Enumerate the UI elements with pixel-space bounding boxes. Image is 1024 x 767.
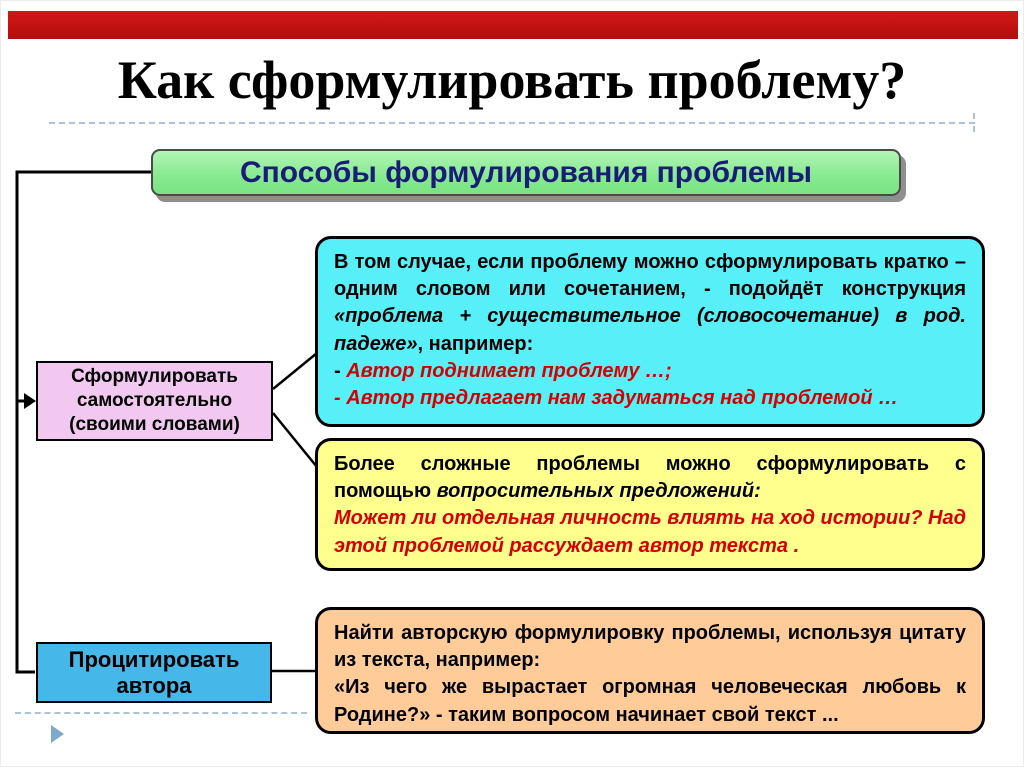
- title-divider: [49, 122, 975, 124]
- question-form-intro: Более сложные проблемы можно сформулиров…: [334, 453, 966, 503]
- example1-text: Автор поднимает проблему …;: [346, 359, 672, 382]
- formulate-self-line1: Сформулировать: [71, 365, 238, 387]
- question-form-paragraph: Более сложные проблемы можно сформулиров…: [334, 451, 966, 505]
- arrowhead-icon: [24, 393, 36, 409]
- example1-dash: -: [334, 359, 347, 382]
- question-form-term: вопросительных предложений:: [436, 480, 761, 503]
- short-construction-example2: - Автор предлагает нам задуматься над пр…: [334, 386, 899, 409]
- connector-pink-to-cyan: [272, 352, 318, 390]
- short-construction-intro: В том случае, если проблему можно сформу…: [334, 251, 966, 301]
- short-construction-after: , например:: [417, 332, 534, 355]
- note-short-construction: В том случае, если проблему можно сформу…: [315, 236, 985, 427]
- connector-pink-to-yellow: [272, 412, 318, 468]
- page-title: Как сформулировать проблему?: [117, 50, 907, 110]
- short-construction-example1: - Автор поднимает проблему …;: [334, 358, 966, 385]
- header-bar: [8, 11, 1018, 39]
- short-construction-pattern: «проблема + существительное (словосочета…: [334, 305, 966, 355]
- author-quote-intro: Найти авторскую формулировку проблемы, и…: [334, 622, 966, 672]
- formulate-self-line3: (своими словами): [69, 414, 240, 436]
- triangle-right-icon: [51, 725, 64, 743]
- footer-divider: [15, 712, 307, 714]
- quote-author-line1: Процитировать: [68, 646, 240, 672]
- formulate-self-line2: самостоятельно: [76, 389, 233, 411]
- short-construction-paragraph: В том случае, если проблему можно сформу…: [334, 249, 966, 358]
- methods-header-label: Способы формулирования проблемы: [239, 155, 812, 189]
- quote-author-line2: автора: [116, 672, 192, 698]
- note-author-quote: Найти авторскую формулировку проблемы, и…: [315, 607, 985, 734]
- title-divider-tick: [973, 113, 975, 132]
- note-question-form: Более сложные проблемы можно сформулиров…: [315, 438, 985, 571]
- question-form-example: Может ли отдельная личность влиять на хо…: [334, 507, 966, 557]
- methods-header-box: Способы формулирования проблемы: [151, 149, 901, 196]
- box-quote-author: Процитировать автора: [36, 642, 272, 703]
- box-formulate-self: Сформулировать самостоятельно (своими сл…: [36, 361, 273, 441]
- author-quote-example: «Из чего же вырастает огромная человечес…: [334, 676, 966, 726]
